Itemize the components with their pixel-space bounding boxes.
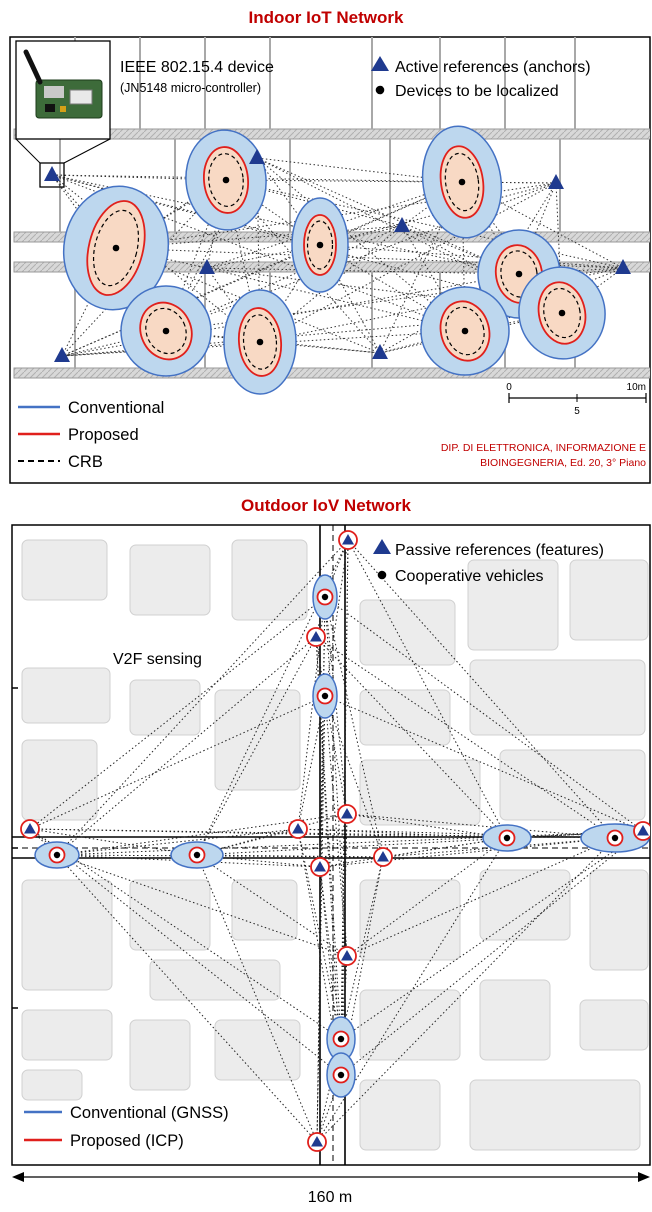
feature-marker	[373, 847, 393, 867]
device-label: IEEE 802.15.4 device	[120, 59, 274, 76]
scale-10: 10m	[627, 382, 646, 393]
vehicle-ellipse	[482, 824, 532, 852]
anchor-triangle-icon	[615, 259, 631, 274]
legend-vehicles: Cooperative vehicles	[395, 568, 544, 585]
outdoor-title: Outdoor IoV Network	[241, 496, 412, 515]
anchor-triangle-icon	[548, 174, 564, 189]
feature-triangle-icon	[341, 950, 353, 961]
vehicle-dot-icon	[53, 851, 61, 859]
outdoor-frame-ticks	[12, 687, 18, 1009]
outdoor-scale-arrow	[12, 1172, 650, 1182]
device-dot-icon	[515, 270, 523, 278]
device-dot-icon	[458, 178, 466, 186]
feature-triangle-icon	[310, 631, 322, 642]
feature-marker	[338, 530, 358, 550]
feature-marker	[306, 627, 326, 647]
anchor-triangle-icon	[44, 166, 60, 181]
indoor-scale-bar	[508, 393, 647, 403]
device-dot-icon	[112, 244, 120, 252]
device-leader-line-b	[63, 138, 111, 164]
device-dot-icon	[256, 338, 264, 346]
legend-gnss: Conventional (GNSS)	[70, 1104, 229, 1122]
vehicle-dot-icon	[321, 692, 329, 700]
vehicle-ellipse	[326, 1052, 356, 1098]
feature-marker	[20, 819, 40, 839]
anchor-triangle-icon	[54, 347, 70, 362]
outdoor-map	[12, 525, 650, 1165]
legend-features: Passive references (features)	[395, 542, 604, 559]
scale-160m: 160 m	[308, 1189, 352, 1206]
feature-marker	[307, 1132, 327, 1152]
feature-marker	[633, 821, 650, 841]
device-legend-icon	[375, 85, 385, 95]
vehicle-ellipse	[312, 673, 338, 719]
feature-marker	[288, 819, 308, 839]
anchor-triangle-icon	[372, 344, 388, 359]
institution-line-2: BIOINGEGNERIA, Ed. 20, 3° Piano	[480, 457, 646, 469]
legend-conventional: Conventional	[68, 399, 164, 417]
device-dot-icon	[558, 309, 566, 317]
v2f-label: V2F sensing	[113, 651, 202, 668]
legend-devices: Devices to be localized	[395, 83, 559, 100]
device-highlight-box	[39, 162, 65, 188]
feature-triangle-icon	[637, 825, 649, 836]
vehicle-dot-icon	[321, 593, 329, 601]
device-photo-icon	[23, 49, 103, 119]
vehicle-dot-icon	[503, 834, 511, 842]
feature-marker	[337, 946, 357, 966]
indoor-device-ellipse	[185, 129, 267, 231]
indoor-device-ellipse	[421, 125, 503, 239]
vehicle-ellipse	[312, 574, 338, 620]
feature-triangle-icon	[342, 534, 354, 545]
feature-legend-icon	[373, 539, 391, 554]
vehicle-legend-icon	[377, 570, 387, 580]
indoor-device-ellipse	[291, 197, 349, 293]
institution-line-1: DIP. DI ELETTRONICA, INFORMAZIONE E	[441, 442, 646, 454]
device-dot-icon	[162, 327, 170, 335]
anchor-triangle-icon	[199, 259, 215, 274]
indoor-device-ellipse	[120, 285, 212, 377]
anchor-triangle-icon	[394, 217, 410, 232]
anchor-legend-icon	[371, 56, 389, 71]
vehicle-ellipse	[34, 841, 80, 869]
feature-triangle-icon	[292, 823, 304, 834]
legend-icp: Proposed (ICP)	[70, 1132, 184, 1150]
indoor-device-ellipse	[223, 289, 297, 395]
indoor-title: Indoor IoT Network	[249, 8, 404, 27]
vehicle-dot-icon	[611, 834, 619, 842]
vehicle-dot-icon	[337, 1035, 345, 1043]
vehicle-ellipse	[170, 841, 224, 869]
legend-proposed: Proposed	[68, 426, 139, 444]
feature-marker	[337, 804, 357, 824]
legend-anchors: Active references (anchors)	[395, 59, 591, 76]
indoor-floorplan	[13, 37, 650, 395]
legend-crb: CRB	[68, 453, 103, 471]
feature-triangle-icon	[311, 1136, 323, 1147]
indoor-device-ellipse	[62, 185, 170, 311]
feature-triangle-icon	[24, 823, 36, 834]
scale-0: 0	[506, 382, 512, 393]
device-dot-icon	[316, 241, 324, 249]
device-leader-line-a	[15, 138, 41, 164]
feature-triangle-icon	[377, 851, 389, 862]
feature-triangle-icon	[341, 808, 353, 819]
indoor-device-ellipse	[420, 286, 510, 376]
scale-5: 5	[574, 406, 580, 417]
device-dot-icon	[222, 176, 230, 184]
device-sublabel: (JN5148 micro-controller)	[120, 81, 261, 95]
anchor-triangle-icon	[249, 149, 265, 164]
vehicle-dot-icon	[193, 851, 201, 859]
vehicle-dot-icon	[337, 1071, 345, 1079]
feature-marker	[310, 857, 330, 877]
feature-triangle-icon	[314, 861, 326, 872]
device-dot-icon	[461, 327, 469, 335]
indoor-device-ellipse	[518, 266, 606, 360]
